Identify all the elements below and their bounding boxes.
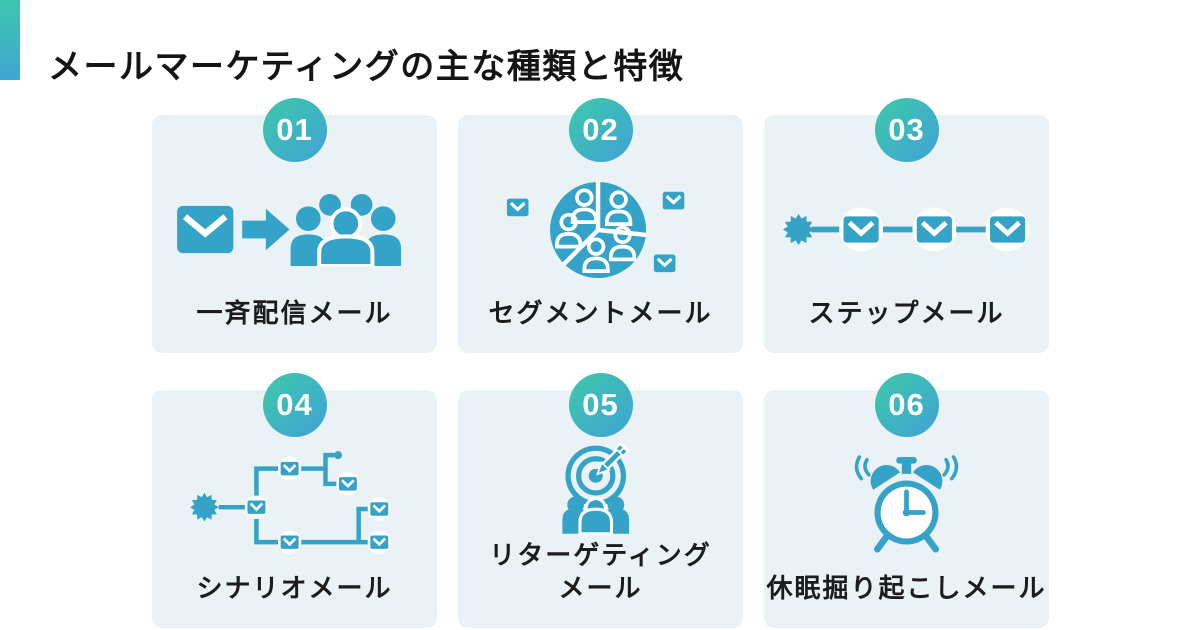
alarm-clock-icon: [854, 454, 959, 553]
title-accent-bar: [0, 0, 20, 80]
card-label: セグメントメール: [488, 297, 713, 328]
card-retargeting-email: 05 リターゲティング メール: [458, 373, 743, 628]
retargeting-target-icon: [561, 442, 629, 535]
number-badge: 03: [874, 98, 939, 162]
number-badge: 01: [262, 98, 327, 162]
card-label: 一斉配信メール: [196, 297, 393, 328]
number-badge: 06: [874, 373, 939, 437]
card-dormant-email: 06 休眠掘り起こしメール: [764, 373, 1049, 628]
card-scenario-email: 04 シナリオメール: [152, 373, 437, 628]
card-broadcast-email: 01 一斉配信メール: [152, 98, 437, 353]
card-label: 休眠掘り起こしメール: [766, 572, 1047, 603]
step-email-sequence-icon: [782, 206, 1032, 253]
card-label: シナリオメール: [196, 572, 393, 603]
page-title: メールマーケティングの主な種類と特徴: [48, 47, 685, 86]
card-grid: 01 一斉配信メール 02: [152, 98, 1049, 628]
scenario-branching-icon: [189, 451, 392, 556]
number-badge: 04: [262, 373, 327, 437]
card-label: ステップメール: [808, 297, 1005, 328]
segmented-audience-icon: [504, 181, 686, 278]
number-badge: 02: [568, 98, 633, 162]
card-label: リターゲティング メール: [489, 540, 712, 603]
broadcast-email-icon: [177, 194, 402, 267]
number-badge: 05: [568, 373, 633, 437]
card-segment-email: 02 セグメントメール: [458, 98, 743, 353]
card-step-email: 03 ステップメール: [764, 98, 1049, 353]
